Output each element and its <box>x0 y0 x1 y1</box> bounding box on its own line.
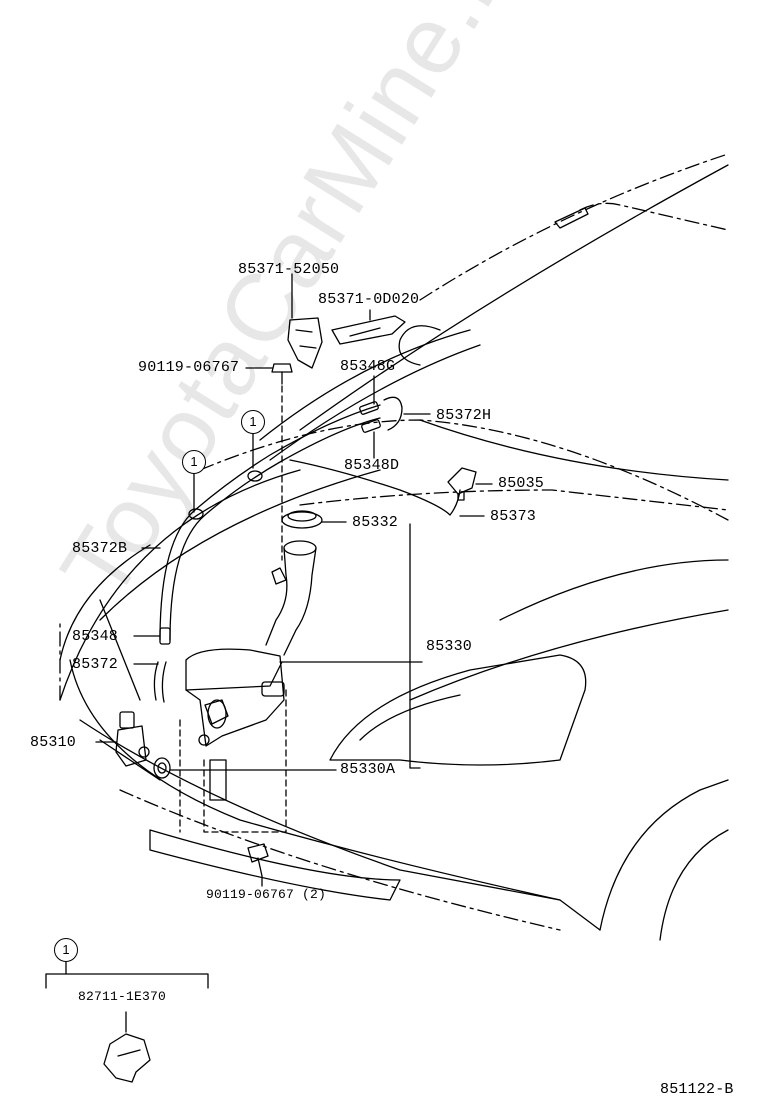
label-85372H: 85372H <box>436 407 492 424</box>
label-82711-1E370: 82711-1E370 <box>78 989 167 1004</box>
pump-85310 <box>115 725 147 767</box>
label-85332: 85332 <box>352 514 399 531</box>
filler-neck <box>265 547 317 656</box>
label-90119-06767-bottom: 90119-06767 (2) <box>206 887 327 902</box>
hood-crease <box>99 469 381 621</box>
wheel-arch <box>599 779 729 931</box>
wheel-arch-inner <box>659 829 729 941</box>
legend-bracket <box>45 973 209 989</box>
mounting-dash-box <box>203 689 287 833</box>
label-85310: 85310 <box>30 734 77 751</box>
label-85330A: 85330A <box>340 761 396 778</box>
hose-85372 <box>153 661 167 703</box>
hood-rear-edge <box>199 419 729 521</box>
bracket-85371-0D020 <box>331 315 406 345</box>
connector-85348D <box>361 419 381 433</box>
fender-front-2 <box>409 609 729 701</box>
nozzle-85035-shape <box>447 467 477 495</box>
figure-code: 851122-B <box>660 1081 734 1098</box>
a-pillar <box>579 202 729 231</box>
filler-neck-top <box>283 540 317 556</box>
label-85371-0D020: 85371-0D020 <box>318 291 420 308</box>
legend-ref-marker: 1 <box>54 938 78 962</box>
label-85348: 85348 <box>72 628 119 645</box>
hose-clip-2 <box>247 470 263 482</box>
label-85330: 85330 <box>426 638 473 655</box>
bumper-lower <box>119 789 561 931</box>
bolt-bottom <box>247 843 269 863</box>
grommet-85330A <box>153 757 171 779</box>
grille-edge <box>59 544 151 661</box>
clip-82711-1E370 <box>103 1033 151 1083</box>
label-85371-52050: 85371-52050 <box>238 261 340 278</box>
connector-85348 <box>159 627 171 645</box>
fender-front <box>499 559 729 621</box>
reservoir-tank <box>185 648 285 747</box>
cap-85332 <box>281 511 323 529</box>
label-90119-06767-top: 90119-06767 <box>138 359 240 376</box>
bumper-mid <box>79 719 561 901</box>
cowl-line <box>259 329 471 441</box>
label-85372: 85372 <box>72 656 119 673</box>
bolt-top <box>271 363 293 373</box>
fender-arc <box>398 325 441 366</box>
label-85373: 85373 <box>490 508 537 525</box>
headlamp-inner <box>359 694 461 741</box>
elbow-85372H <box>383 396 403 431</box>
label-85372B: 85372B <box>72 540 128 557</box>
ref-marker-2: 1 <box>182 450 206 474</box>
hood-side-edge <box>299 489 729 511</box>
headlamp <box>329 654 587 766</box>
hose-clip-1 <box>188 508 204 520</box>
hood-front-edge <box>59 469 301 701</box>
hose-85372B <box>159 404 381 641</box>
windshield-top-edge <box>419 154 726 301</box>
hose-85372B-b <box>169 417 381 641</box>
roof-mirror <box>554 207 589 229</box>
bumper-top <box>69 659 601 931</box>
bracket-85371-52050 <box>287 317 323 369</box>
front-grille-line <box>99 599 141 701</box>
windshield-inner-edge <box>299 164 729 431</box>
label-85035: 85035 <box>498 475 545 492</box>
cowl-line-2 <box>269 344 481 461</box>
hose-85373 <box>289 459 461 516</box>
label-85348D: 85348D <box>344 457 400 474</box>
label-85348G: 85348G <box>340 358 396 375</box>
connector-85348G <box>359 401 379 415</box>
front-grille-line-2 <box>99 739 161 781</box>
fender-line <box>419 419 729 481</box>
ref-marker-1: 1 <box>241 410 265 434</box>
